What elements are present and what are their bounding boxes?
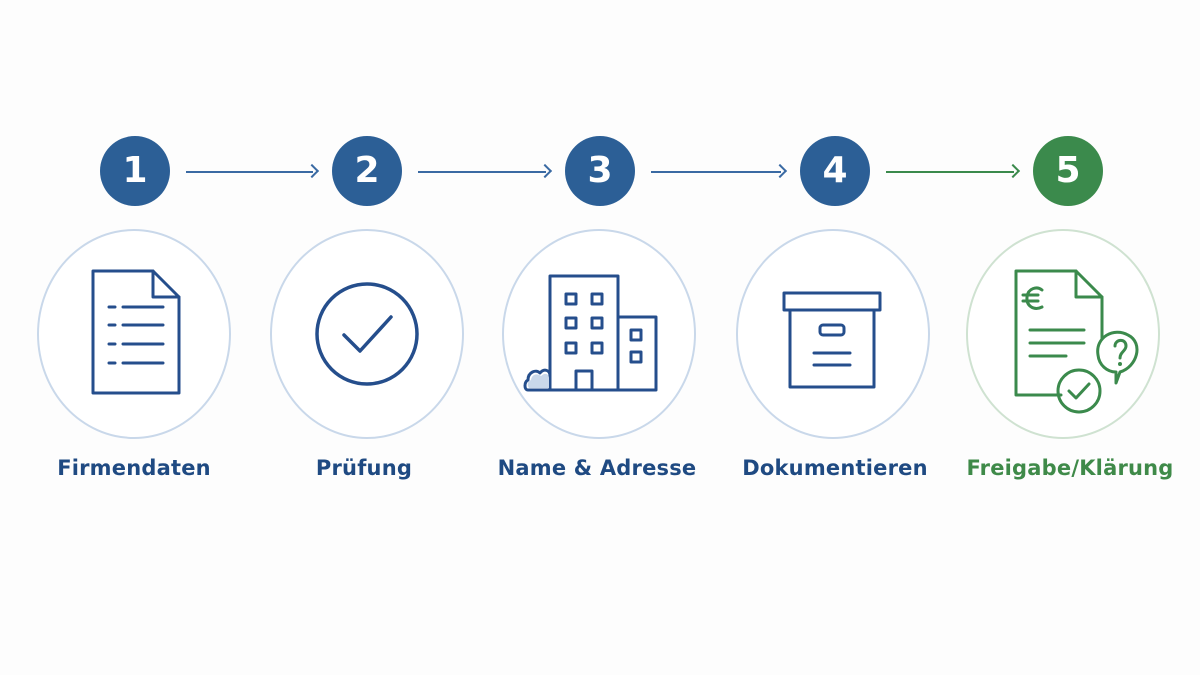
step-5-icon-ring <box>966 229 1160 439</box>
step-5-label: Freigabe/Klärung <box>966 456 1174 480</box>
arrow-2-to-3 <box>418 163 553 179</box>
arrow-1-to-2 <box>186 163 320 179</box>
step-3-label: Name & Adresse <box>497 456 697 480</box>
step-1-label: Firmendaten <box>57 456 211 480</box>
checkmark-circle-icon <box>315 282 419 386</box>
archive-box-icon <box>782 291 882 389</box>
step-1-badge: 1 <box>100 136 170 206</box>
step-2-badge: 2 <box>332 136 402 206</box>
step-3-badge: 3 <box>565 136 635 206</box>
arrow-head-icon <box>304 163 320 179</box>
step-1-icon-ring <box>37 229 231 439</box>
office-building-icon <box>523 274 658 392</box>
step-5-badge: 5 <box>1033 136 1103 206</box>
document-list-icon <box>91 269 181 395</box>
invoice-euro-question-icon <box>1014 269 1139 414</box>
step-4-label: Dokumentieren <box>742 456 928 480</box>
arrow-head-icon <box>772 163 788 179</box>
step-4-icon-ring <box>736 229 930 439</box>
step-2-icon-ring <box>270 229 464 439</box>
step-3-icon-ring <box>502 229 696 439</box>
step-2-label: Prüfung <box>315 456 413 480</box>
arrow-head-icon <box>537 163 553 179</box>
arrow-head-icon <box>1005 163 1021 179</box>
arrow-3-to-4 <box>651 163 788 179</box>
step-4-badge: 4 <box>800 136 870 206</box>
arrow-4-to-5 <box>886 163 1021 179</box>
